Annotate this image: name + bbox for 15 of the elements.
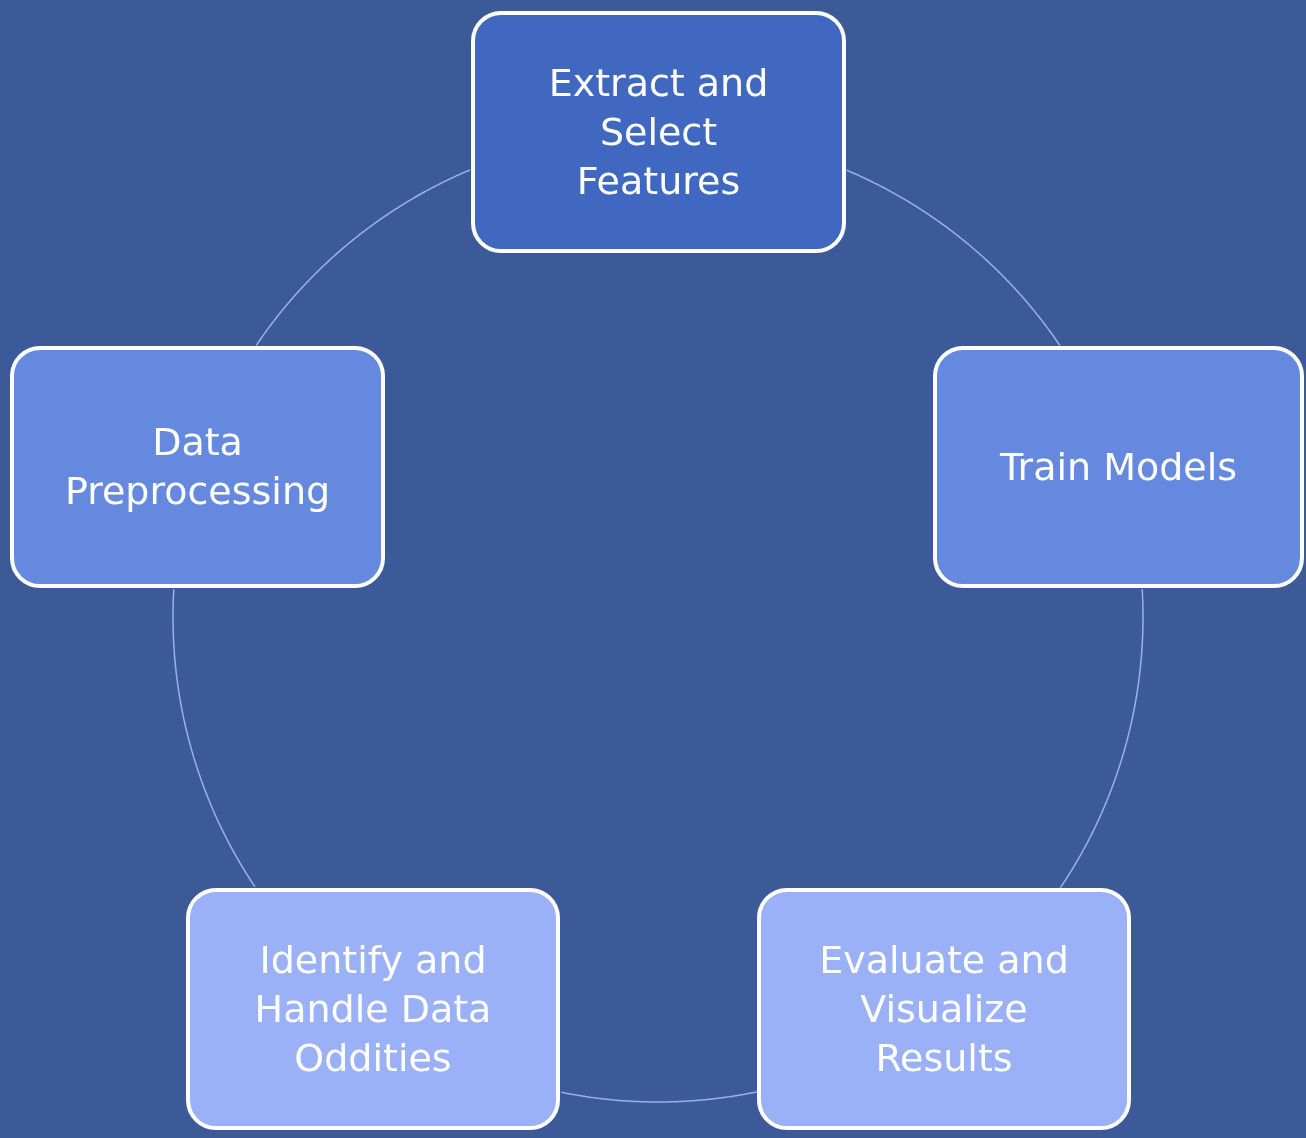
process-box: [471, 11, 846, 253]
step-label: Evaluate and Visualize Results: [818, 936, 1070, 1082]
process-box: [933, 346, 1304, 588]
process-box: [10, 346, 385, 588]
process-box: [186, 888, 560, 1130]
connector-arc: [560, 1091, 758, 1103]
process-box: [757, 888, 1131, 1130]
step-label: Extract and Select Features: [547, 59, 770, 205]
step-label: Train Models: [999, 443, 1238, 491]
step-label: Identify and Handle Data Oddities: [253, 936, 493, 1082]
connector-arc: [1059, 588, 1144, 889]
step-label: Data Preprocessing: [63, 419, 332, 515]
connector-arc: [845, 169, 1061, 347]
connector-arc: [172, 588, 256, 888]
connector-arc: [255, 169, 471, 347]
